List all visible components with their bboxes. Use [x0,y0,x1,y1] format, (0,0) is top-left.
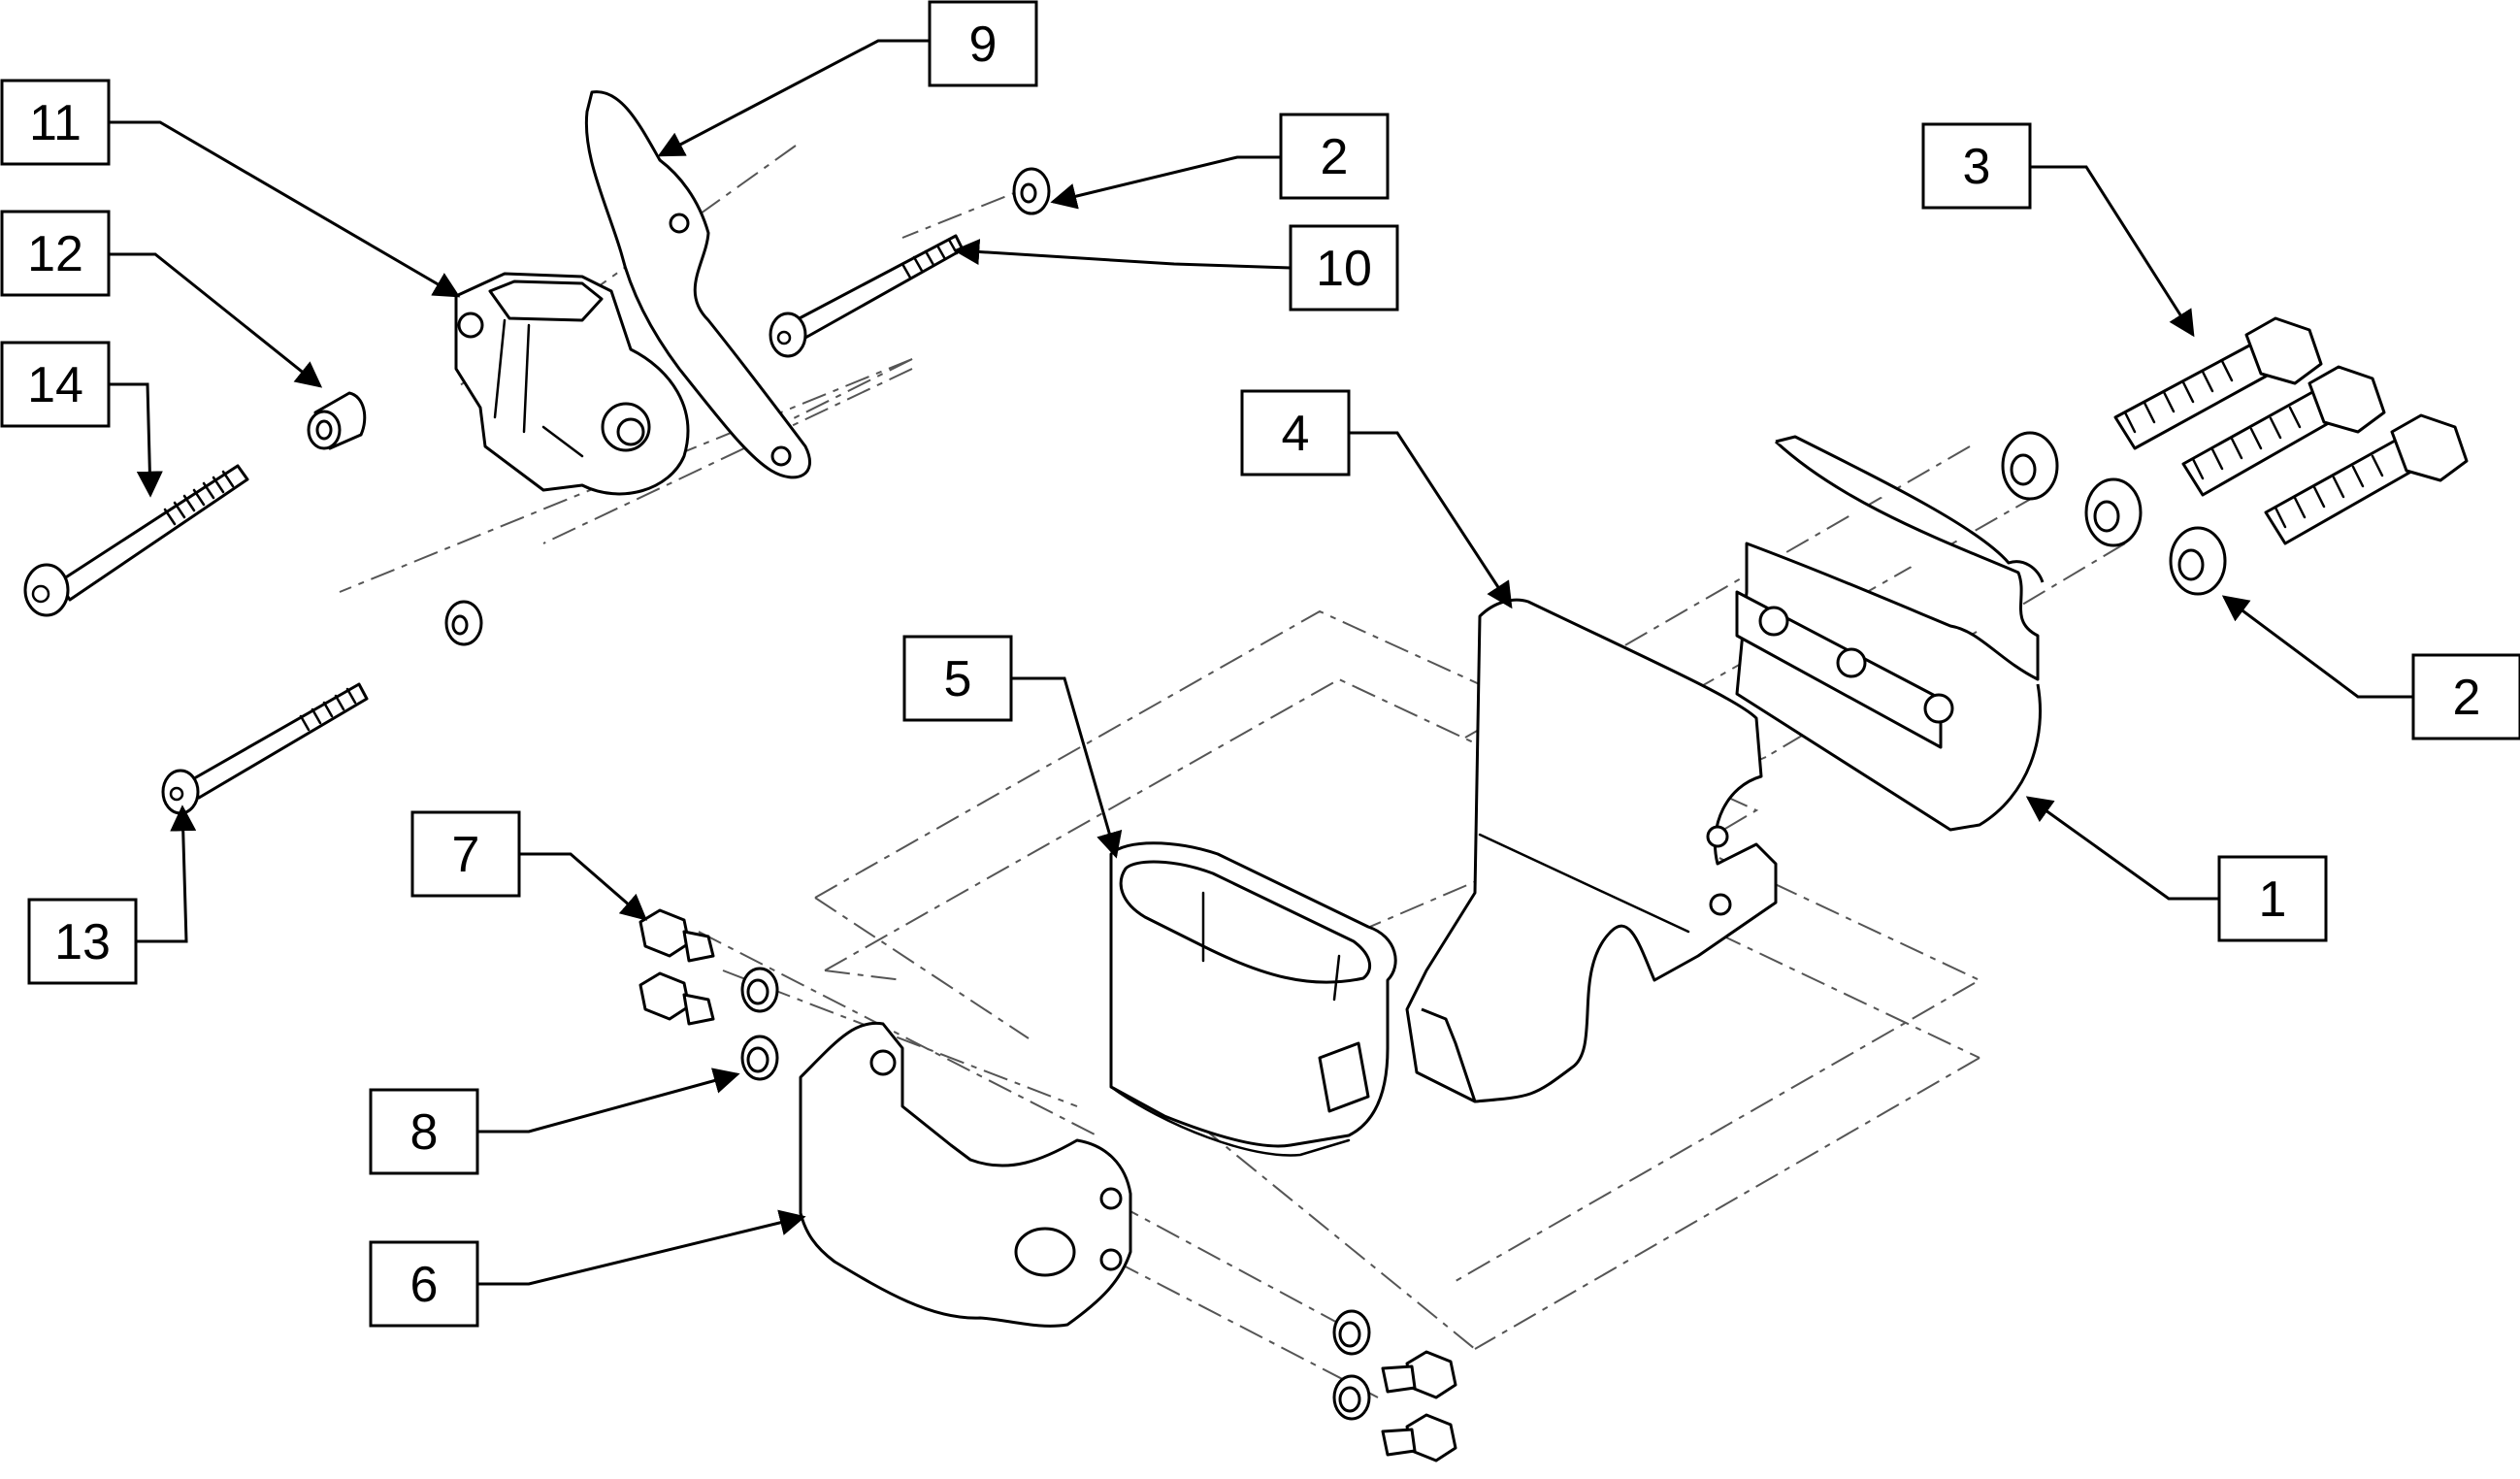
callout-2-right: 2 [2411,653,2520,740]
part-12-bushing [307,391,367,450]
callout-label: 4 [1282,406,1310,462]
callout-9: 9 [928,0,1038,87]
callout-12: 12 [0,210,111,297]
part-2-washer-top [1012,167,1051,215]
part-8-star-washers [740,967,1371,1421]
callout-label: 12 [27,226,83,282]
callout-6: 6 [369,1240,479,1328]
callout-label: 11 [29,95,82,151]
part-2-washers-right [2001,431,2227,596]
callout-label: 7 [452,827,480,883]
callout-14: 14 [0,341,111,428]
callout-4: 4 [1240,389,1351,477]
part-9-plate [584,90,812,479]
callout-label: 1 [2259,871,2287,928]
part-4-bracket [1405,598,1778,1103]
callout-label: 6 [410,1257,439,1313]
washer-middle-left [444,600,483,646]
part-14-long-screw [23,464,249,617]
part-5-sleeve [1109,841,1397,1157]
callout-10: 10 [1289,224,1399,312]
callout-label: 10 [1316,241,1372,297]
part-11-housing [454,272,690,496]
part-3-hex-bolts [2113,316,2469,545]
callout-8: 8 [369,1088,479,1175]
callout-label: 5 [944,651,972,707]
leader-lines [109,39,2413,1286]
callout-1: 1 [2217,855,2328,942]
part-10-screw [769,234,965,358]
callout-5: 5 [902,635,1013,722]
callout-label: 13 [54,914,111,970]
callout-3: 3 [1921,122,2032,210]
callout-label: 8 [410,1104,439,1161]
callout-2-top: 2 [1279,113,1390,200]
callout-11: 11 [0,79,111,166]
callout-label: 14 [27,357,83,413]
callout-label: 3 [1963,139,1991,195]
callout-label: 2 [2453,670,2481,726]
callout-7: 7 [410,810,521,898]
callout-label: 2 [1321,129,1349,185]
part-13-screw [161,682,369,815]
part-1-clamp [1735,435,2045,832]
callout-label: 9 [969,16,998,73]
part-6-bottom-bracket [799,1021,1132,1328]
callout-13: 13 [27,898,138,985]
part-7-hex-screws [638,908,1457,1463]
